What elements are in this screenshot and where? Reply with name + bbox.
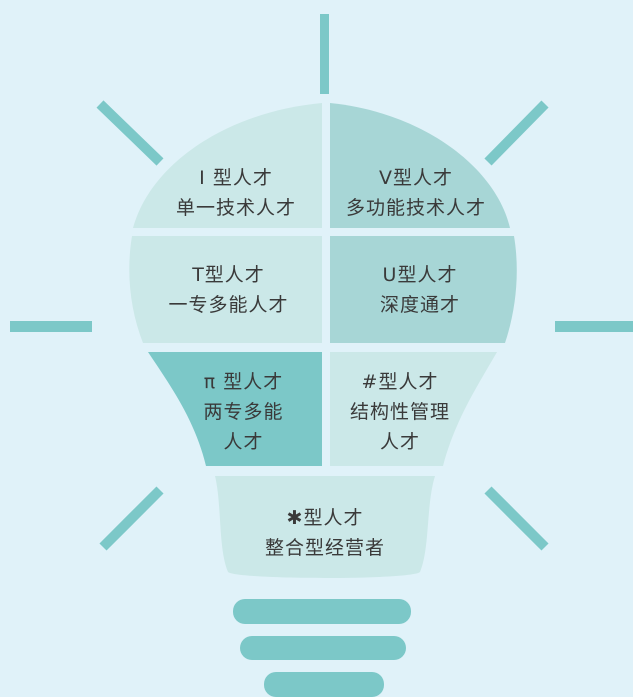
bulb-base bbox=[233, 599, 411, 697]
base-bar-2 bbox=[240, 636, 406, 660]
ray-right bbox=[555, 321, 633, 332]
cell-label-star: ✱型人才 整合型经营者 bbox=[230, 498, 420, 568]
cell-t bbox=[129, 236, 322, 343]
ray-bottom-right bbox=[484, 486, 549, 551]
ray-top-left bbox=[96, 100, 164, 166]
cell-label-u: U型人才 深度通才 bbox=[330, 255, 510, 325]
cell-u-line-2: 深度通才 bbox=[379, 294, 460, 316]
light-rays bbox=[10, 14, 633, 551]
cell-v bbox=[330, 103, 510, 228]
cell-label-pi: π 型人才 两专多能 人才 bbox=[165, 362, 322, 462]
cell-pi-line-3: 人才 bbox=[223, 431, 264, 453]
ray-top bbox=[320, 14, 329, 94]
ray-bottom-left bbox=[99, 486, 164, 551]
cell-pi-line-1: π 型人才 bbox=[203, 371, 284, 393]
cell-star-line-1: ✱型人才 bbox=[286, 507, 364, 529]
cell-label-i: I 型人才 单一技术人才 bbox=[150, 158, 322, 228]
cell-v-line-1: V型人才 bbox=[379, 167, 453, 189]
cell-hash-line-3: 人才 bbox=[379, 431, 420, 453]
cell-hash-line-2: 结构性管理 bbox=[349, 401, 450, 423]
cell-star bbox=[215, 476, 435, 578]
ray-top-right bbox=[484, 100, 549, 166]
base-bar-3 bbox=[264, 672, 384, 697]
cell-label-v: V型人才 多功能技术人才 bbox=[330, 158, 502, 228]
cell-pi-line-2: 两专多能 bbox=[203, 401, 284, 423]
cell-star-line-2: 整合型经营者 bbox=[264, 537, 385, 559]
cell-hash bbox=[330, 352, 497, 466]
cell-i-line-1: I 型人才 bbox=[199, 167, 273, 189]
ray-left bbox=[10, 321, 92, 332]
cell-v-line-2: 多功能技术人才 bbox=[345, 197, 486, 219]
cell-t-line-2: 一专多能人才 bbox=[168, 294, 289, 316]
cell-pi bbox=[148, 352, 322, 466]
cell-t-line-1: T型人才 bbox=[192, 264, 265, 286]
cell-label-hash: #型人才 结构性管理 人才 bbox=[330, 362, 470, 462]
cell-i-line-2: 单一技术人才 bbox=[175, 197, 296, 219]
cell-hash-line-1: #型人才 bbox=[361, 371, 439, 393]
cell-u bbox=[330, 236, 517, 343]
cell-u-line-1: U型人才 bbox=[382, 264, 458, 286]
base-bar-1 bbox=[233, 599, 411, 624]
cell-label-t: T型人才 一专多能人才 bbox=[135, 255, 322, 325]
cell-i bbox=[133, 103, 322, 228]
